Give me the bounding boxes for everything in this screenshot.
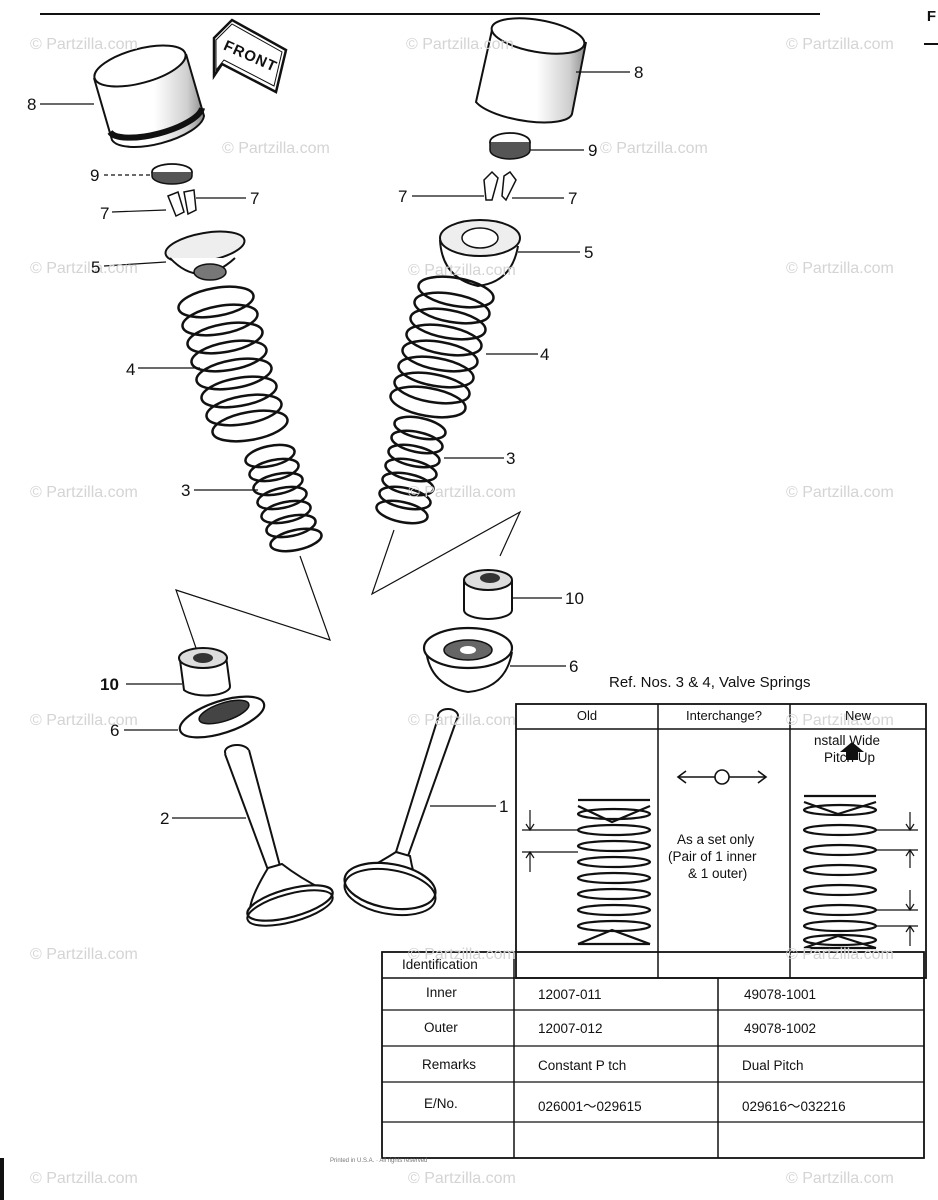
watermark: © Partzilla.com bbox=[786, 946, 894, 963]
right-inner-spring bbox=[375, 415, 447, 525]
watermark: © Partzilla.com bbox=[786, 1170, 894, 1187]
left-shim bbox=[151, 163, 193, 185]
watermark: © Partzilla.com bbox=[786, 712, 894, 729]
right-spring-retainer bbox=[439, 219, 521, 288]
right-group-bracket bbox=[370, 510, 522, 596]
ident-header: Identification bbox=[402, 957, 478, 972]
watermark: © Partzilla.com bbox=[30, 712, 138, 729]
watermark: © Partzilla.com bbox=[408, 262, 516, 279]
header-new: New bbox=[844, 708, 871, 723]
right-spring-seat bbox=[422, 626, 514, 694]
interchange-note-line1: As a set only bbox=[677, 832, 755, 847]
right-valve-stem-seal bbox=[463, 569, 513, 620]
callout-seat-right: 6 bbox=[569, 657, 579, 676]
right-valve-lifter bbox=[474, 17, 587, 124]
watermark: © Partzilla.com bbox=[786, 484, 894, 501]
watermark: © Partzilla.com bbox=[222, 140, 330, 157]
left-valve bbox=[224, 744, 334, 927]
ident-row-new: 49078-1001 bbox=[744, 987, 817, 1002]
callout-valve-2: 2 bbox=[160, 809, 170, 828]
header-old: Old bbox=[576, 708, 598, 723]
ident-row-old: 12007-011 bbox=[538, 987, 602, 1002]
callout-outer-spring-right: 4 bbox=[540, 345, 550, 364]
old-spring-illustration bbox=[576, 798, 652, 946]
right-shim bbox=[489, 132, 531, 160]
callout-seal-left: 10 bbox=[100, 675, 119, 694]
left-group-bracket bbox=[175, 555, 331, 649]
callout-lifter-left: 8 bbox=[27, 95, 37, 114]
watermark: © Partzilla.com bbox=[408, 712, 516, 729]
callout-keeper-right-a: 7 bbox=[398, 187, 408, 206]
spring-table-title: Ref. Nos. 3 & 4, Valve Springs bbox=[609, 674, 811, 691]
ident-row-label: Remarks bbox=[422, 1057, 477, 1072]
callout-inner-spring-right: 3 bbox=[506, 449, 516, 468]
callout-inner-spring-left: 3 bbox=[181, 481, 191, 500]
interchange-note-line3: & 1 outer) bbox=[688, 866, 748, 881]
watermark: © Partzilla.com bbox=[30, 1170, 138, 1187]
left-valve-stem-seal bbox=[178, 647, 231, 697]
callout-lifter-right: 8 bbox=[634, 63, 644, 82]
watermark: © Partzilla.com bbox=[30, 260, 138, 277]
new-spring-illustration bbox=[802, 794, 878, 950]
watermark: © Partzilla.com bbox=[600, 140, 708, 157]
front-arrow-icon bbox=[212, 18, 288, 94]
callout-retainer-left: 5 bbox=[91, 258, 101, 277]
watermark: © Partzilla.com bbox=[408, 1170, 516, 1187]
callout-shim-left: 9 bbox=[90, 166, 100, 185]
new-pitch-dimension bbox=[876, 812, 918, 946]
left-outer-spring bbox=[177, 285, 289, 443]
right-outer-spring bbox=[389, 275, 495, 419]
watermark: © Partzilla.com bbox=[30, 946, 138, 963]
watermark: © Partzilla.com bbox=[786, 260, 894, 277]
watermark: © Partzilla.com bbox=[408, 946, 516, 963]
interchange-arrow-icon bbox=[676, 769, 768, 785]
spring-table-frame bbox=[515, 703, 927, 979]
callout-keeper-left-b: 7 bbox=[250, 189, 260, 208]
ident-row-old: 12007-012 bbox=[538, 1021, 603, 1036]
callout-outer-spring-left: 4 bbox=[126, 360, 136, 379]
right-valve bbox=[343, 708, 459, 917]
header-interchange: Interchange? bbox=[686, 708, 762, 723]
ident-row-old: Constant P tch bbox=[538, 1058, 627, 1073]
watermark: © Partzilla.com bbox=[408, 484, 516, 501]
callout-keeper-right-b: 7 bbox=[568, 189, 578, 208]
left-valve-keepers bbox=[167, 189, 197, 218]
ident-row-label: Outer bbox=[424, 1020, 458, 1035]
ident-row-old: 026001～029615 bbox=[538, 1099, 642, 1114]
left-spring-retainer bbox=[164, 230, 246, 281]
watermark: © Partzilla.com bbox=[786, 36, 894, 53]
callout-shim-right: 9 bbox=[588, 141, 598, 160]
callout-keeper-left-a: 7 bbox=[100, 204, 110, 223]
new-note-line1: nstall Wide bbox=[814, 733, 881, 748]
callout-seal-right: 10 bbox=[565, 589, 584, 608]
callout-valve-1: 1 bbox=[499, 797, 509, 816]
right-valve-keepers bbox=[483, 170, 517, 202]
ident-row-new: 029616～032216 bbox=[742, 1099, 846, 1114]
footer-note: Printed in U.S.A. · All rights reserved bbox=[330, 1158, 428, 1164]
watermark: © Partzilla.com bbox=[30, 484, 138, 501]
callout-seat-left: 6 bbox=[110, 721, 120, 740]
left-spring-seat bbox=[178, 695, 266, 739]
page-marker: F bbox=[926, 8, 936, 25]
left-inner-spring bbox=[244, 443, 323, 553]
old-pitch-dimension bbox=[522, 810, 578, 872]
left-valve-lifter bbox=[93, 44, 206, 148]
watermark: © Partzilla.com bbox=[406, 36, 514, 53]
leader-lines bbox=[40, 71, 630, 819]
ident-row-label: Inner bbox=[426, 985, 457, 1000]
new-note-line2: Pitch Up bbox=[824, 750, 876, 765]
ident-row-label: E/No. bbox=[424, 1096, 458, 1111]
ident-row-new: Dual Pitch bbox=[742, 1058, 804, 1073]
interchange-note-line2: (Pair of 1 inner bbox=[668, 849, 757, 864]
ident-table-frame bbox=[381, 951, 925, 1159]
pitch-up-arrow-icon bbox=[840, 742, 864, 760]
watermark: © Partzilla.com bbox=[30, 36, 138, 53]
callout-retainer-right: 5 bbox=[584, 243, 594, 262]
ident-row-new: 49078-1002 bbox=[744, 1021, 817, 1036]
